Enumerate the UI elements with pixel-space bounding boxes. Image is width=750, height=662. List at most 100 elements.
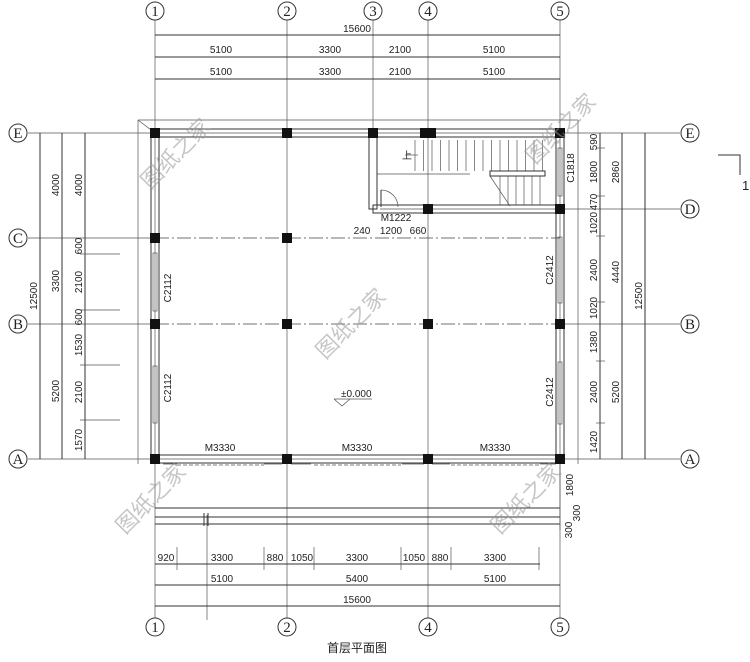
dim-text: 2860 bbox=[611, 160, 622, 183]
row-bubbles-left: E C B A bbox=[8, 123, 28, 469]
column bbox=[150, 454, 160, 464]
column bbox=[150, 319, 160, 329]
dim-text: 600 bbox=[74, 237, 85, 254]
dim-text: 2100 bbox=[74, 380, 85, 403]
row-axis-lines bbox=[28, 132, 680, 460]
elevation-label: ±0.000 bbox=[341, 389, 372, 400]
section-label: 1 bbox=[742, 178, 749, 193]
axis-label: D bbox=[685, 202, 696, 218]
dim-text: 880 bbox=[432, 553, 449, 564]
dim-text: 3300 bbox=[346, 553, 369, 564]
window-label: C2112 bbox=[163, 273, 174, 302]
dim-text: 5200 bbox=[611, 380, 622, 403]
column bbox=[282, 454, 292, 464]
axis-label: C bbox=[13, 231, 23, 247]
door-label: M3330 bbox=[342, 443, 373, 454]
dim-text: 590 bbox=[589, 133, 600, 150]
row-bubbles-right: E D B A bbox=[680, 123, 700, 469]
dim-text: 5100 bbox=[210, 67, 233, 78]
axis-label: 1 bbox=[151, 4, 159, 20]
annotations: C2112 C2112 C2412 C2412 C1818 M1222 240 … bbox=[163, 153, 749, 655]
axis-label: B bbox=[685, 317, 695, 333]
dim-text: 470 bbox=[589, 193, 600, 210]
dim-text: 2100 bbox=[389, 45, 412, 56]
dim-text: 880 bbox=[267, 553, 284, 564]
dim-text: 3300 bbox=[484, 553, 507, 564]
window-label: C2412 bbox=[545, 255, 556, 285]
column bbox=[555, 204, 565, 214]
dim-text: 1020 bbox=[589, 211, 600, 234]
watermark: 图纸之家 bbox=[487, 459, 567, 539]
column bbox=[150, 128, 160, 138]
dim-text: 1050 bbox=[291, 553, 314, 564]
column bbox=[282, 233, 292, 243]
axis-label: E bbox=[685, 126, 694, 142]
axis-label: A bbox=[13, 452, 24, 468]
door-label: M3330 bbox=[205, 443, 236, 454]
axis-label: 1 bbox=[151, 620, 159, 636]
dim-text: 3300 bbox=[319, 67, 342, 78]
dim-text: 1530 bbox=[74, 333, 85, 356]
dim-text: 4440 bbox=[611, 260, 622, 283]
dim-text: 5400 bbox=[346, 574, 369, 585]
dim-text: 1800 bbox=[565, 473, 576, 496]
door-label: M1222 bbox=[381, 213, 412, 224]
column bbox=[555, 319, 565, 329]
column bbox=[420, 128, 436, 138]
dim-text: 1050 bbox=[403, 553, 426, 564]
dim-text: 1800 bbox=[589, 160, 600, 183]
dim-text: 3300 bbox=[51, 269, 62, 292]
dim-text: 12500 bbox=[634, 282, 645, 310]
dim-text: 2100 bbox=[74, 270, 85, 293]
column bbox=[150, 233, 160, 243]
dim-text: 920 bbox=[158, 553, 175, 564]
dim-text: 15600 bbox=[343, 595, 371, 606]
axis-label: E bbox=[13, 126, 22, 142]
column bbox=[555, 128, 565, 138]
window-label: C1818 bbox=[566, 153, 577, 183]
top-dimensions: 15600 5100 3300 2100 5100 5100 3300 2100… bbox=[155, 24, 560, 80]
dim-text: 5200 bbox=[51, 379, 62, 402]
door-label: M3330 bbox=[480, 443, 511, 454]
elevation-marker bbox=[333, 398, 372, 407]
door-m1222 bbox=[380, 189, 399, 208]
axis-label: 4 bbox=[424, 4, 432, 20]
axis-label: 4 bbox=[424, 620, 432, 636]
dim-text: 2400 bbox=[589, 258, 600, 281]
drawing-title: 首层平面图 bbox=[327, 641, 387, 655]
column-bubbles-bottom: 1 2 4 5 bbox=[145, 617, 570, 637]
window-label: C2112 bbox=[163, 373, 174, 402]
right-dimensions: 590 1800 470 1020 2400 1020 1380 2400 14… bbox=[577, 120, 646, 464]
dim-text: 4000 bbox=[51, 173, 62, 196]
dim-text: 1570 bbox=[74, 428, 85, 451]
dim-text: 4000 bbox=[74, 173, 85, 196]
dim-text: 2100 bbox=[389, 67, 412, 78]
column bbox=[368, 128, 378, 138]
dim-text: 1380 bbox=[589, 330, 600, 353]
dim-text: 1020 bbox=[589, 296, 600, 319]
stair-up-label: 上 bbox=[402, 150, 412, 162]
dim-text: 15600 bbox=[343, 24, 371, 35]
dim-text: 300 bbox=[564, 521, 575, 538]
axis-label: B bbox=[13, 317, 23, 333]
dim-text: 5100 bbox=[210, 45, 233, 56]
left-dimensions: 12500 4000 3300 5200 4000 600 2100 600 1… bbox=[29, 120, 139, 464]
dim-text: 3300 bbox=[211, 553, 234, 564]
section-mark bbox=[718, 154, 741, 175]
axis-label: A bbox=[685, 452, 696, 468]
column bbox=[282, 319, 292, 329]
dim-text: 5100 bbox=[483, 45, 506, 56]
axis-label: 5 bbox=[556, 620, 564, 636]
column bbox=[423, 319, 433, 329]
dim-text: 5100 bbox=[211, 574, 234, 585]
dim-text: 300 bbox=[572, 504, 583, 521]
walls bbox=[137, 119, 578, 464]
dim-text: 600 bbox=[74, 308, 85, 325]
column bbox=[555, 454, 565, 464]
axis-label: 3 bbox=[369, 4, 377, 20]
window-label: C2412 bbox=[545, 377, 556, 407]
dim-text: 5100 bbox=[484, 574, 507, 585]
dim-text: 240 bbox=[354, 226, 371, 237]
front-doors bbox=[163, 463, 556, 466]
